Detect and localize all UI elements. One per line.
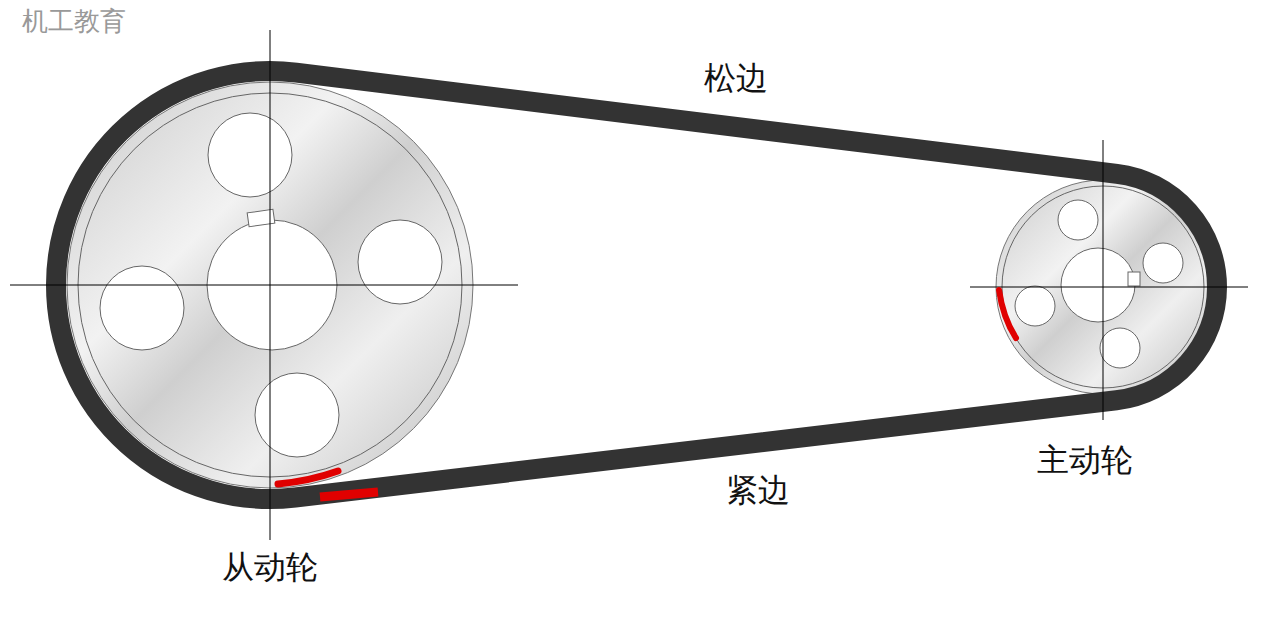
slack-side-label: 松边 xyxy=(704,62,768,94)
center-lines xyxy=(10,30,1248,540)
watermark: 机工教育 xyxy=(22,8,126,34)
tight-side-label: 紧边 xyxy=(726,474,790,506)
contact-marks xyxy=(278,290,1016,497)
driving-pulley-label: 主动轮 xyxy=(1037,444,1133,476)
driven-pulley-label: 从动轮 xyxy=(222,551,318,583)
